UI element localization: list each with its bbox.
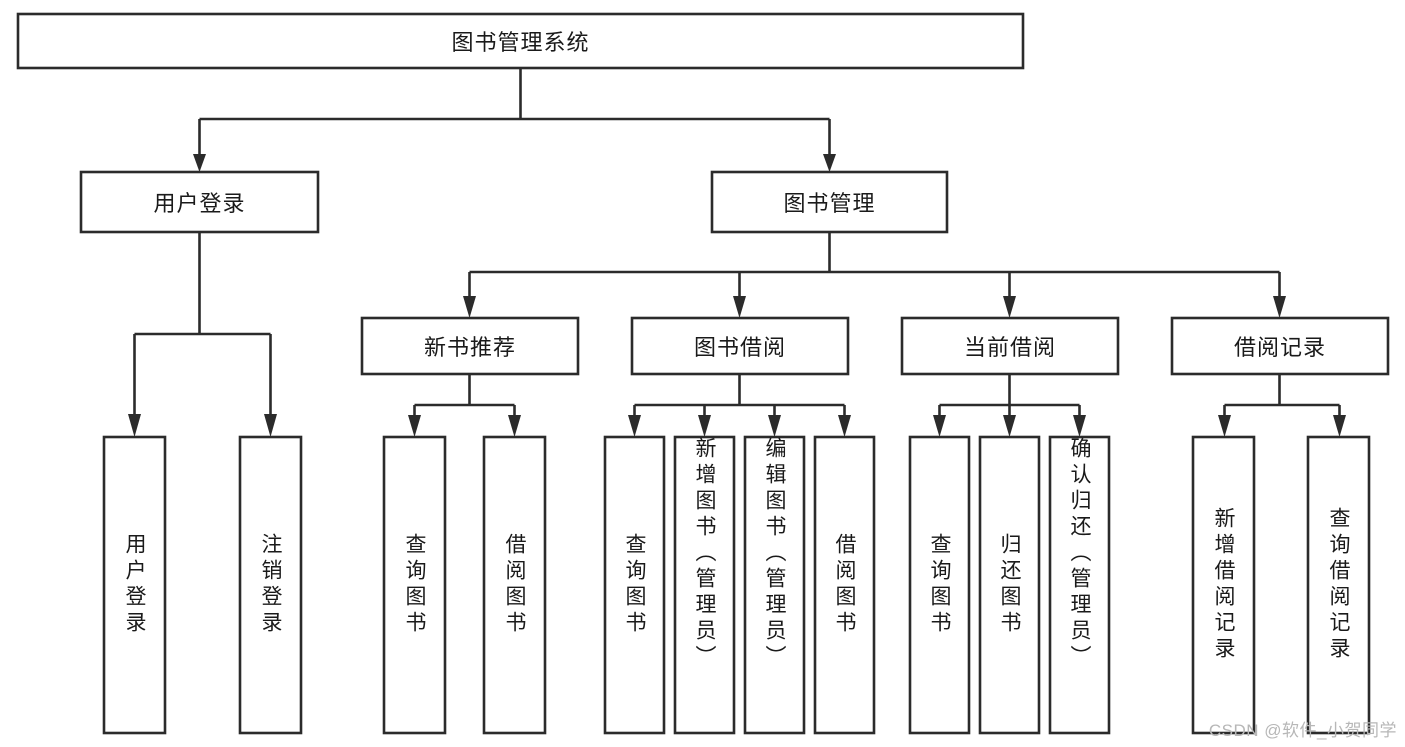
- connector-group-root-to-level2: [193, 68, 836, 172]
- connector-group-current-borrow-children: [933, 374, 1086, 437]
- arrow-head-icon: [838, 415, 851, 437]
- arrow-head-icon: [733, 296, 746, 318]
- watermark-text: CSDN @软件_小贺同学: [1208, 721, 1397, 740]
- arrow-head-icon: [1003, 296, 1016, 318]
- arrow-head-icon: [1273, 296, 1286, 318]
- node-box-current-borrow[interactable]: [900, 316, 1120, 376]
- node-box-leaf[interactable]: [382, 435, 447, 735]
- arrow-head-icon: [1003, 415, 1016, 437]
- arrow-head-icon: [1218, 415, 1231, 437]
- node-box-root[interactable]: [16, 12, 1025, 70]
- node-box-leaf[interactable]: [813, 435, 876, 735]
- node-box-leaf[interactable]: [1191, 435, 1256, 735]
- node-box-book-management[interactable]: [710, 170, 949, 234]
- arrow-head-icon: [768, 415, 781, 437]
- node-box-leaf[interactable]: [603, 435, 666, 735]
- node-box-book-borrow[interactable]: [630, 316, 850, 376]
- arrow-head-icon: [823, 154, 836, 172]
- arrow-head-icon: [463, 296, 476, 318]
- connector-group-user-login-children: [128, 232, 277, 437]
- arrow-head-icon: [128, 414, 141, 437]
- node-box-leaf[interactable]: [482, 435, 547, 735]
- arrow-head-icon: [933, 415, 946, 437]
- arrow-head-icon: [628, 415, 641, 437]
- arrow-head-icon: [264, 414, 277, 437]
- node-box-borrow-record[interactable]: [1170, 316, 1390, 376]
- node-box-leaf[interactable]: [102, 435, 167, 735]
- arrow-head-icon: [1333, 415, 1346, 437]
- arrow-head-icon: [698, 415, 711, 437]
- node-box-leaf[interactable]: [1048, 435, 1111, 735]
- node-box-leaf[interactable]: [908, 435, 971, 735]
- node-box-new-book-recommend[interactable]: [360, 316, 580, 376]
- arrow-head-icon: [408, 415, 421, 437]
- arrow-head-icon: [508, 415, 521, 437]
- node-box-leaf[interactable]: [1306, 435, 1371, 735]
- connector-group-book-mgmt-children: [463, 232, 1286, 318]
- node-box-leaf[interactable]: [238, 435, 303, 735]
- arrow-head-icon: [193, 154, 206, 172]
- arrow-head-icon: [1073, 415, 1086, 437]
- node-box-leaf[interactable]: [978, 435, 1041, 735]
- node-box-user-login[interactable]: [79, 170, 320, 234]
- connector-group-new-book-rec-children: [408, 374, 521, 437]
- connector-group-borrow-record-children: [1218, 374, 1346, 437]
- node-box-leaf[interactable]: [673, 435, 736, 735]
- connector-group-book-borrow-children: [628, 374, 851, 437]
- node-box-leaf[interactable]: [743, 435, 806, 735]
